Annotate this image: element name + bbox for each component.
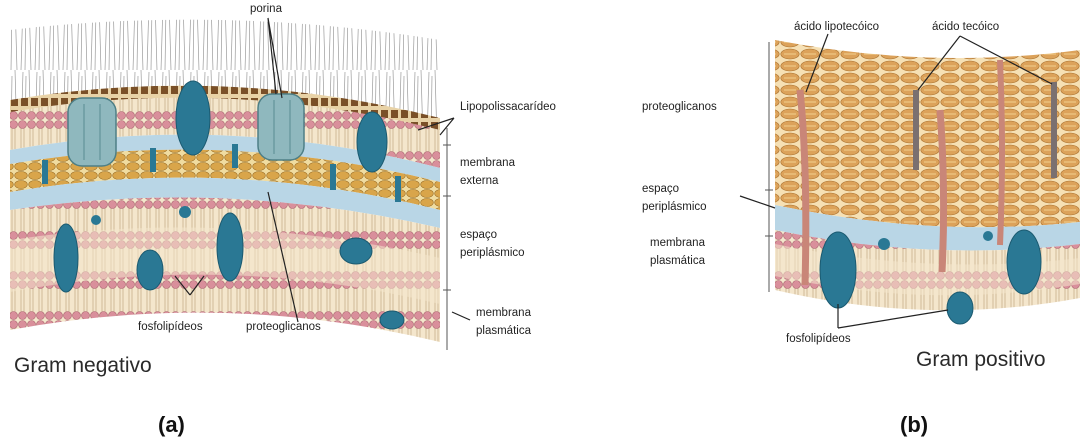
gram-positive-title: Gram positivo	[916, 348, 1046, 371]
label-membrana-externa: membrana	[460, 157, 516, 169]
periplasmic-protein	[878, 238, 890, 250]
periplasmic-protein	[91, 215, 101, 225]
label-lipopolissacarideo: Lipopolissacarídeo	[460, 101, 556, 113]
label-membrana-plasmatica-b: membrana	[650, 237, 706, 249]
plasmatica-leader-a	[452, 312, 470, 320]
periplasmic-protein	[179, 206, 191, 218]
outer-membrane-protein	[176, 81, 210, 155]
membrane-protein	[947, 292, 973, 324]
periplasmic-protein	[983, 231, 993, 241]
label-fosfolipideos-a: fosfolipídeos	[138, 321, 203, 333]
label-espaco-b: espaço	[642, 183, 679, 195]
porin-left	[68, 98, 116, 166]
membrane-protein	[340, 238, 372, 264]
gram-negative-title: Gram negativo	[14, 354, 152, 377]
label-plasmatica-b: plasmática	[650, 255, 706, 267]
lipoprotein	[150, 148, 156, 172]
gram-positive-panel: ácido lipotecóico ácido tecóico proteogl…	[642, 21, 1080, 437]
membrane-protein	[217, 213, 243, 281]
label-membrana-externa-2: externa	[460, 175, 499, 187]
lipoprotein	[330, 164, 336, 190]
membrane-protein	[1007, 230, 1041, 294]
gram-negative-panel: porina Lipopolissacarídeo membrana exter…	[10, 3, 556, 437]
membrane-protein	[54, 224, 78, 292]
panel-b-letter: (b)	[900, 412, 928, 437]
membrane-protein	[820, 232, 856, 308]
outer-membrane-protein	[357, 112, 387, 172]
espaco-leader-b	[740, 196, 775, 208]
lipoprotein	[42, 160, 48, 184]
label-proteoglicanos-b: proteoglicanos	[642, 101, 717, 113]
membrane-protein	[380, 311, 404, 329]
label-acido-lipotecoico: ácido lipotecóico	[794, 21, 879, 33]
label-porina: porina	[250, 3, 283, 15]
porin-right	[258, 94, 304, 160]
lipoprotein	[395, 176, 401, 202]
membrane-protein	[137, 250, 163, 290]
label-periplasmico: periplásmico	[460, 247, 525, 259]
label-plasmatica: plasmática	[476, 325, 532, 337]
lipoprotein	[232, 144, 238, 168]
peptidoglycan-wall	[775, 40, 1080, 227]
panel-a-letter: (a)	[158, 412, 185, 437]
label-fosfolipideos-b: fosfolipídeos	[786, 333, 851, 345]
label-proteoglicanos-a: proteoglicanos	[246, 321, 321, 333]
label-membrana-plasmatica: membrana	[476, 307, 532, 319]
label-acido-tecoico: ácido tecóico	[932, 21, 999, 33]
label-espaco: espaço	[460, 229, 497, 241]
label-periplasmico-b: periplásmico	[642, 201, 707, 213]
